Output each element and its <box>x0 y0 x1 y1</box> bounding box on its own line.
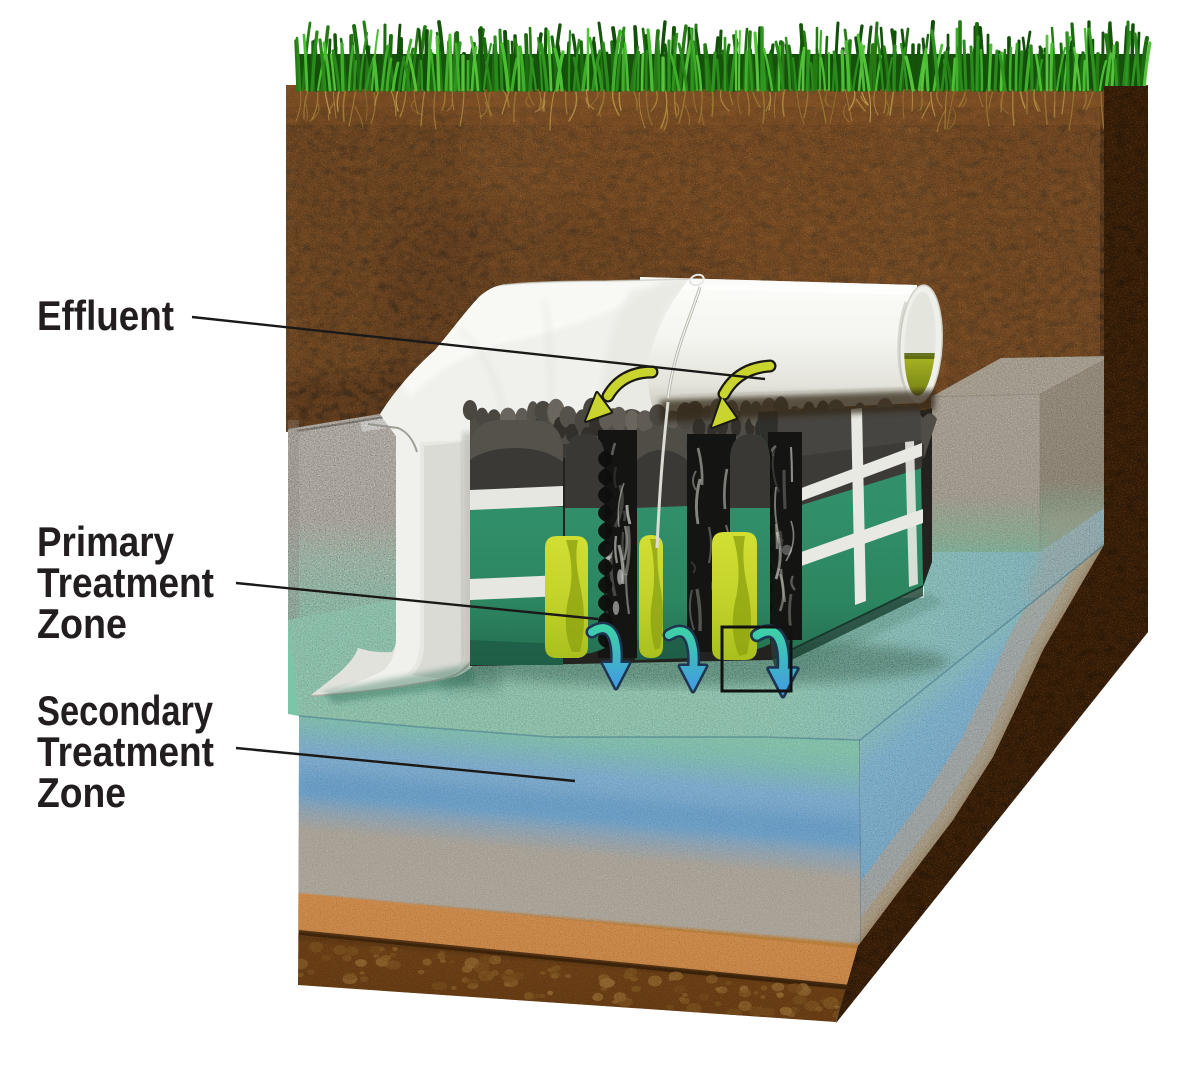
svg-text:Secondary: Secondary <box>37 687 214 734</box>
svg-text:Treatment: Treatment <box>37 728 214 775</box>
svg-text:Primary: Primary <box>37 518 175 565</box>
svg-text:Zone: Zone <box>37 769 126 816</box>
svg-text:Treatment: Treatment <box>37 559 214 606</box>
svg-text:Zone: Zone <box>37 600 127 647</box>
svg-text:Effluent: Effluent <box>37 292 174 339</box>
